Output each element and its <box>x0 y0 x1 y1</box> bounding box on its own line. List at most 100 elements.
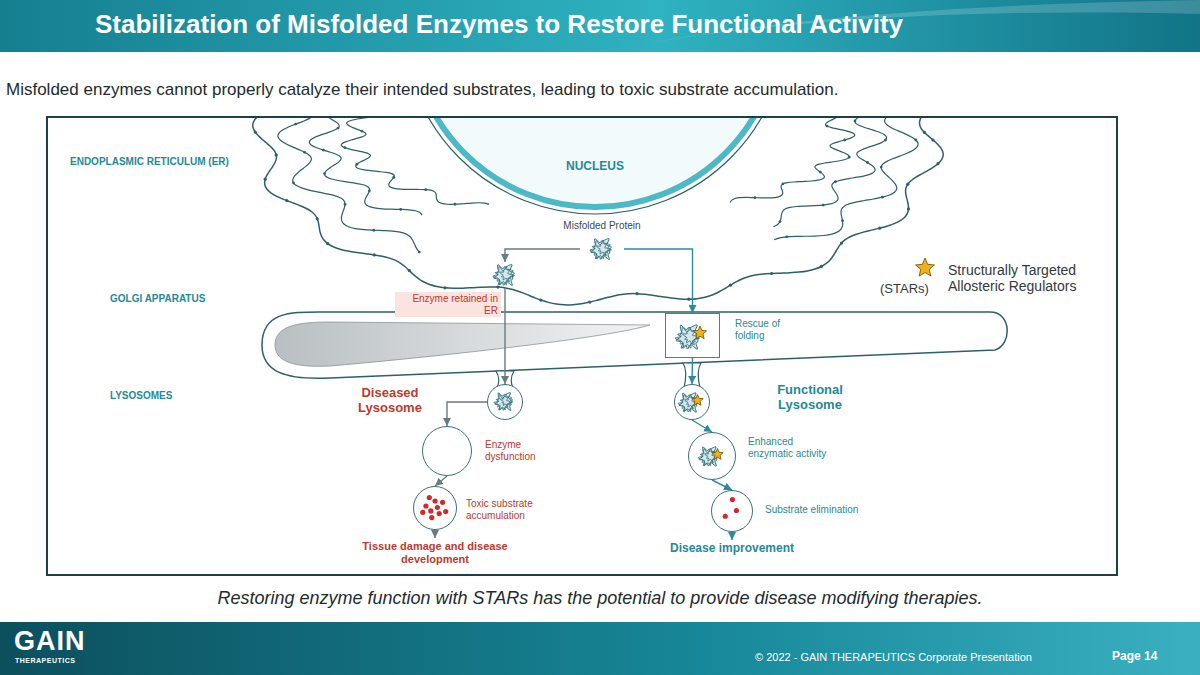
nucleus <box>410 118 780 207</box>
footer-bar <box>0 622 1200 675</box>
substrate-dot <box>435 505 440 510</box>
ribosome-dot <box>819 171 822 174</box>
substrate-dot <box>423 503 428 508</box>
ribosome-dot <box>923 131 926 134</box>
cell-structure-node: Diseased Lysosome <box>350 384 523 420</box>
node-label: Disease improvement <box>657 540 807 556</box>
ribosome-dot <box>343 146 346 149</box>
ribosome-dot <box>884 139 887 142</box>
shape-art <box>666 314 721 359</box>
substrate-dot <box>429 515 434 520</box>
substrate-dot <box>440 500 445 505</box>
ribosome-dot <box>880 166 883 169</box>
region-label: GOLGI APPARATUS <box>110 293 205 305</box>
ribosome-dot <box>316 217 319 220</box>
ribosome-dot <box>372 229 375 232</box>
ribosome-dot <box>326 242 329 245</box>
ribosome-dot <box>254 130 257 133</box>
star-symbol <box>915 258 934 276</box>
shape-art <box>580 236 624 262</box>
node-label: Tissue damage and disease development <box>360 538 510 565</box>
node-label: Rescue of folding <box>735 318 805 341</box>
ribosome-dot <box>753 196 756 199</box>
logo-word: THERAPEUTICS <box>15 657 75 665</box>
cell-structure-node: Enzyme dysfunction <box>422 426 557 476</box>
lysosome-vesicle <box>674 384 710 420</box>
cell-structure-node: Functional Lysosome <box>674 383 860 420</box>
flow-arrow <box>731 532 732 540</box>
cell-drawing <box>253 118 1007 388</box>
ribosome-dot <box>729 284 732 287</box>
protein-coil <box>500 266 515 281</box>
flow-arrow <box>624 249 693 313</box>
node-label: Diseased Lysosome <box>350 386 430 416</box>
ribosome-dot <box>840 241 843 244</box>
flow-arrow <box>691 358 693 384</box>
lysosome-circle <box>413 486 457 530</box>
ribosome-dot <box>770 272 773 275</box>
ribosome-dot <box>496 286 499 289</box>
cell-structure-node: Rescue of folding <box>665 313 805 358</box>
ribosome-dot <box>785 235 788 238</box>
substrate-dot <box>432 498 437 503</box>
ribosome-dot <box>826 125 829 128</box>
star-symbol <box>692 395 703 406</box>
flow-arrow <box>505 249 580 262</box>
star-symbol <box>693 326 706 339</box>
flow-arrow <box>434 530 435 538</box>
outcome-node: Disease improvement <box>657 540 807 556</box>
caption: Restoring enzyme function with STARs has… <box>0 588 1200 609</box>
ribosome-dot <box>635 292 638 295</box>
shape-art <box>712 491 754 533</box>
ribosome-dot <box>285 199 288 202</box>
ribosome-dot <box>854 120 857 123</box>
rescue-box <box>665 313 720 358</box>
cell-structure-node: Substrate elimination <box>711 490 915 532</box>
ribosome-dot <box>373 253 376 256</box>
substrate-dot <box>734 508 739 513</box>
ribosome-dot <box>878 227 881 230</box>
ribosome-dot <box>322 149 325 152</box>
substrate-dot <box>427 495 432 500</box>
ribosome-dot <box>292 181 295 184</box>
ribosome-dot <box>843 139 846 142</box>
shape-art <box>414 487 458 531</box>
substrate-dot <box>428 508 433 513</box>
lysosome-vesicle <box>487 384 523 420</box>
node-label: Enzyme dysfunction <box>485 439 557 462</box>
cell-structure-node: Enzyme retained in ER <box>395 262 525 317</box>
page-number: Page 14 <box>1112 650 1157 664</box>
flow-arrow <box>504 288 505 384</box>
logo-word: GAIN <box>14 626 86 657</box>
protein-shape <box>485 262 525 288</box>
ribosome-dot <box>866 161 869 164</box>
ribosome-dot <box>841 219 844 222</box>
node-label: Functional Lysosome <box>760 383 860 413</box>
substrate-dot <box>437 511 442 516</box>
node-label: Enzyme retained in ER <box>395 292 501 317</box>
node-label: Substrate elimination <box>765 504 915 516</box>
ribosome-dot <box>881 196 884 199</box>
shape-art <box>485 262 525 288</box>
star-symbol <box>712 449 723 460</box>
copyright: © 2022 - GAIN THERAPEUTICS Corporate Pre… <box>755 651 1032 664</box>
cell-structure-node: Misfolded Protein <box>550 220 654 262</box>
lysosome-circle <box>422 426 472 476</box>
ribosome-dot <box>931 138 934 141</box>
node-label: Enhanced enzymatic activity <box>748 436 840 459</box>
protein-coil <box>500 394 513 406</box>
ribosome-dot <box>303 151 306 154</box>
flow-arrow <box>435 476 447 486</box>
ribosome-dot <box>782 182 785 185</box>
ribosome-dot <box>275 153 278 156</box>
ribosome-dot <box>418 251 421 254</box>
ribosome-dot <box>779 220 782 223</box>
outcome-node: NUCLEUS <box>540 160 650 174</box>
protein-coil <box>597 240 612 255</box>
ribosome-dot <box>399 208 402 211</box>
nuclear-envelope <box>403 118 787 214</box>
protein-body <box>494 264 515 285</box>
